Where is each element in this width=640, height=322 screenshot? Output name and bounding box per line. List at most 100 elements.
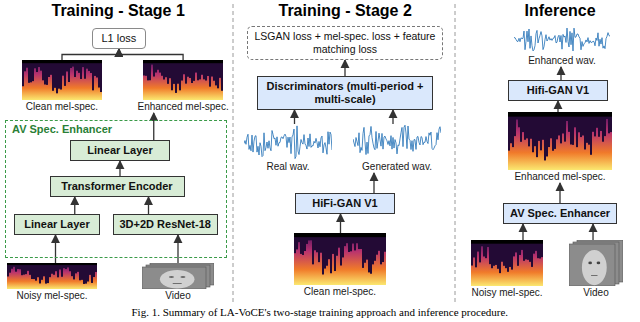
drawing-part [66,71,68,100]
drawing-part [24,71,26,100]
mel-spectrogram [143,60,223,100]
drawing-part [316,252,318,285]
drawing-part [9,273,11,289]
drawing-part [69,271,71,289]
drawing-part [352,244,354,285]
drawing-part [324,269,326,285]
drawing-part [310,240,312,285]
drawing-part [22,60,102,100]
drawing-part [477,252,479,286]
drawing-part [588,145,590,170]
drawing-part [28,83,30,100]
drawing-part [354,250,356,285]
drawing-part [602,142,604,170]
drawing-part [34,68,36,100]
drawing-part [203,79,205,100]
drawing-part [610,132,612,170]
drawing-part [86,69,88,100]
separator-line [455,4,456,302]
spectrogram-node: Enhanced mel-spec. [138,60,229,113]
drawing-part [378,251,380,285]
panel-heading: Training - Stage 1 [52,1,185,20]
drawing-part [169,276,174,278]
drawing-part [219,78,221,100]
drawing-part [294,253,296,285]
drawing-part [169,78,171,100]
model-box: HiFi-GAN V1 [295,193,395,214]
drawing-part [30,82,32,100]
drawing-part [548,147,550,170]
drawing-part [582,250,607,285]
drawing-part [340,266,342,285]
image-label: Video [142,290,214,302]
drawing-part [515,252,517,286]
drawing-part [44,84,46,100]
drawing-part [195,73,197,100]
drawing-part [312,264,314,285]
drawing-part [560,143,562,170]
drawing-part [37,277,39,289]
drawing-part [67,267,69,289]
drawing-part [334,271,336,285]
drawing-part [556,139,558,170]
drawing-part [47,283,49,289]
drawing-part [31,279,33,289]
drawing-part [294,233,386,285]
drawing-part [19,269,21,289]
drawing-part [572,145,574,170]
flow-arrow [592,224,593,240]
drawing-part [213,81,215,100]
drawing-part [68,82,70,100]
drawing-part [296,249,298,285]
drawing-part [591,275,597,276]
drawing-part [40,71,42,100]
drawing-part [77,272,79,289]
drawing-part [211,77,213,100]
panel-heading: Training - Stage 2 [279,1,412,20]
drawing-part [7,263,97,289]
drawing-part [528,146,530,170]
flow-arrow [557,101,558,112]
drawing-part [63,268,65,289]
drawing-part [143,60,223,63]
drawing-part [356,243,358,285]
drawing-part [55,271,57,289]
drawing-part [21,275,23,289]
drawing-part [526,138,528,170]
drawing-part [82,67,84,100]
drawing-part [370,274,372,285]
drawing-part [536,157,538,170]
drawing-part [554,149,556,170]
drawing-part [157,70,159,100]
drawing-part [41,280,43,289]
drawing-part [542,140,544,170]
drawing-part [517,266,519,286]
video-node: Video [569,240,623,299]
drawing-part [79,280,81,289]
waveform [514,26,610,54]
drawing-part [546,156,548,170]
mel-spectrogram [7,263,97,289]
drawing-part [353,125,441,154]
drawing-part [493,266,495,286]
drawing-part [332,254,334,285]
drawing-part [598,137,600,170]
layer-box: 3D+2D ResNet-18 [113,214,218,235]
drawing-part [300,254,302,285]
drawing-part [558,135,560,170]
drawing-part [89,275,91,289]
drawing-part [552,151,554,170]
layer-box: Transformer Encoder [50,176,185,197]
drawing-part [74,77,76,100]
drawing-part [187,77,189,100]
flow-arrow [119,161,120,176]
drawing-part [155,73,157,100]
drawing-part [221,91,223,100]
drawing-part [147,80,149,100]
drawing-part [78,73,80,100]
drawing-part [534,146,536,170]
drawing-part [64,86,66,100]
drawing-part [306,244,308,285]
drawing-part [372,264,374,285]
